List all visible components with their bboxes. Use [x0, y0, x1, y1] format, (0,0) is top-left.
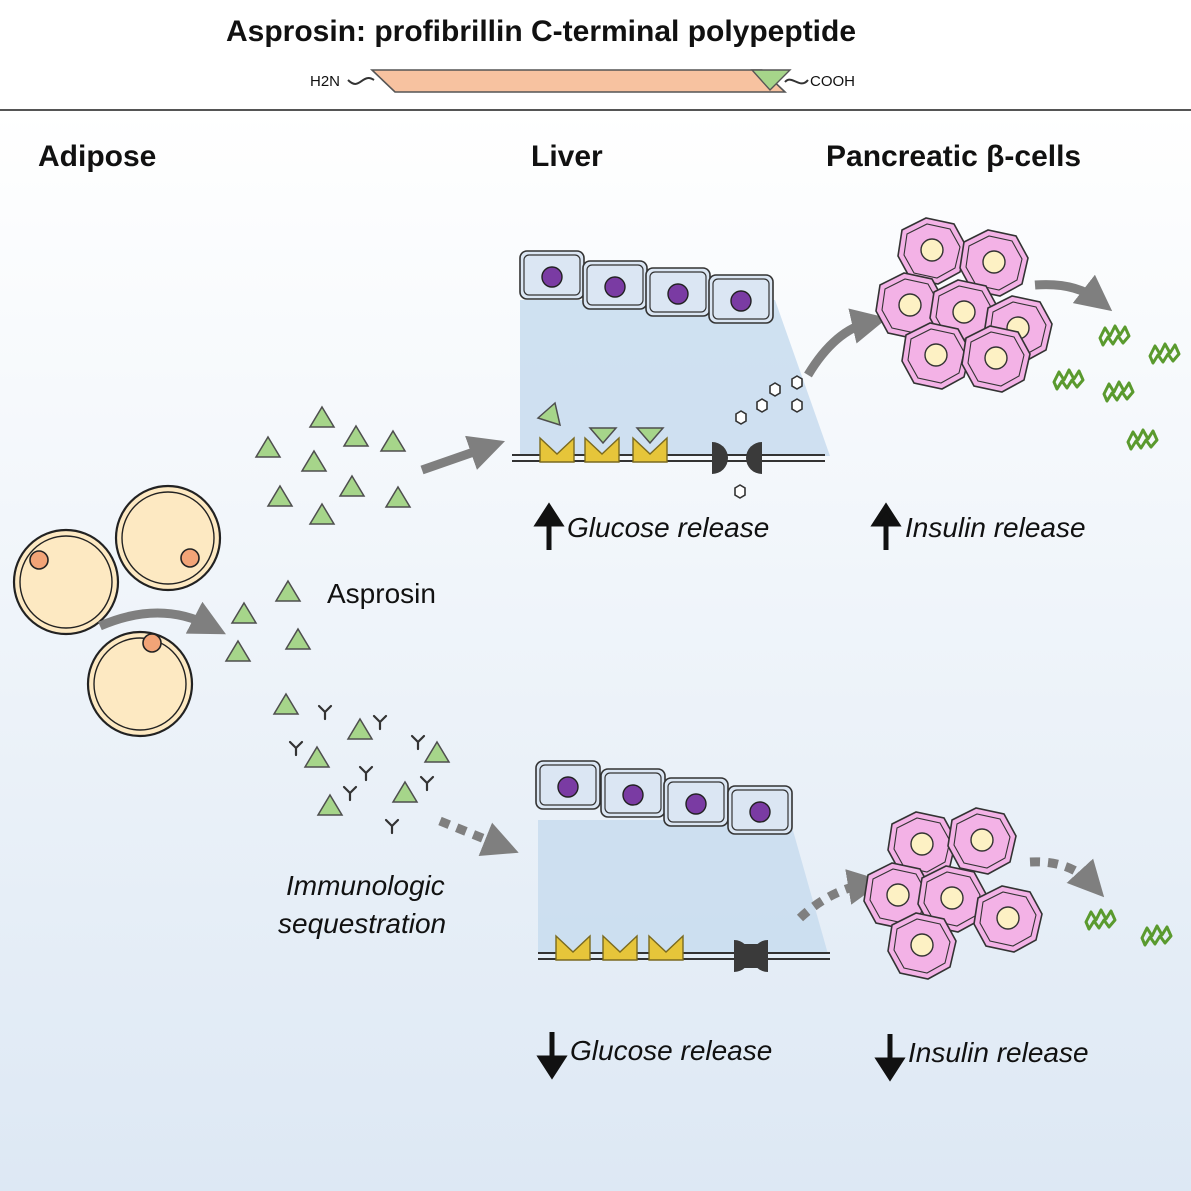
- glucose-release-down-label: Glucose release: [570, 1035, 773, 1066]
- n-terminus-label: H2N: [310, 73, 341, 90]
- page-title: Asprosin: profibrillin C-terminal polype…: [226, 15, 857, 48]
- polypeptide-schematic: [347, 69, 809, 93]
- column-heading-liver: Liver: [531, 140, 603, 173]
- c-terminus-label: COOH: [810, 73, 855, 90]
- insulin-release-down-label: Insulin release: [908, 1037, 1089, 1068]
- sequestration-label-line2: sequestration: [278, 908, 447, 939]
- liver-bottom: [535, 760, 830, 972]
- arrow-to-liver-top: [420, 435, 505, 475]
- insulin-release-up-label: Insulin release: [905, 512, 1086, 543]
- adipocytes: [12, 484, 222, 738]
- glucose-up-arrow: [533, 502, 565, 550]
- glucose-release-up-label: Glucose release: [567, 512, 770, 543]
- liver-top: [512, 250, 830, 499]
- insulin-arrow-bottom: [1029, 857, 1105, 898]
- arrow-to-pancreas-top: [804, 308, 888, 378]
- insulin-up-arrow: [870, 502, 902, 550]
- asprosin-label: Asprosin: [327, 578, 436, 609]
- glucose-down-arrow: [536, 1032, 568, 1080]
- arrow-to-liver-bottom: [438, 816, 519, 856]
- column-heading-pancreas: Pancreatic β-cells: [826, 140, 1082, 173]
- insulin-arrow-top: [1034, 274, 1113, 312]
- arrow-to-pancreas-bottom: [796, 869, 884, 922]
- sequestration-label-line1: Immunologic: [286, 870, 445, 901]
- secretion-arrow: [98, 601, 226, 635]
- column-heading-adipose: Adipose: [38, 140, 157, 173]
- insulin-down-arrow: [874, 1034, 906, 1082]
